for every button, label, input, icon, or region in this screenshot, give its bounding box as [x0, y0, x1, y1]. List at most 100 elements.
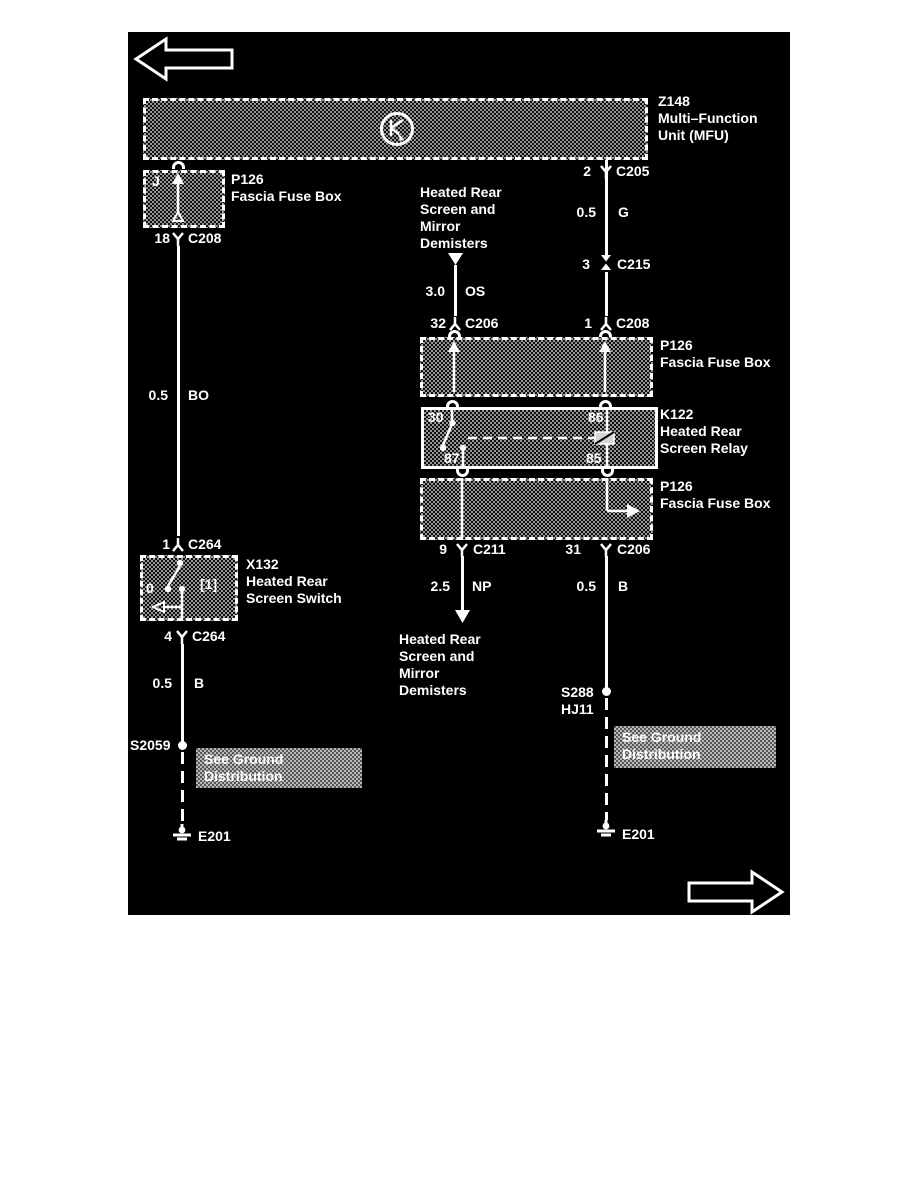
- connector-pin: 1: [584, 315, 592, 331]
- connector-y-icon: [600, 543, 612, 557]
- connector-y-icon: [176, 630, 188, 644]
- connector-bridge-icon: [448, 330, 461, 338]
- connector-bridge-icon: [601, 469, 614, 477]
- wire-b-left: [180, 644, 184, 742]
- fuse-paths-icon: [460, 478, 640, 540]
- connector-code: C208: [188, 230, 222, 246]
- wire-g-size: 0.5: [576, 204, 596, 220]
- fuse-box-top-name: Fascia Fuse Box: [231, 188, 342, 204]
- splice-dot: [177, 741, 187, 750]
- splice-dot: [601, 687, 611, 696]
- demisters-bottom-line1: Heated Rear: [399, 631, 481, 647]
- wire-os: [453, 265, 457, 316]
- ground-note-line1: See Ground: [622, 729, 702, 745]
- connector-pin: 1: [162, 536, 170, 552]
- connector-pin: 3: [582, 256, 590, 272]
- splice-label: S2059: [130, 737, 171, 753]
- wire-g-upper: [604, 160, 608, 256]
- fuse-box-bot-name: Fascia Fuse Box: [660, 495, 771, 511]
- switch-name-line2: Screen Switch: [246, 590, 342, 606]
- relay-name-line1: Heated Rear: [660, 423, 742, 439]
- connector-y-icon: [172, 538, 184, 552]
- ground-note-line2: Distribution: [622, 746, 701, 762]
- connector-bridge-icon: [456, 469, 469, 477]
- mfu-name-line1: Multi–Function: [658, 110, 758, 126]
- back-arrow-icon[interactable]: [133, 36, 235, 82]
- relay-terminal-87: 87: [444, 450, 460, 466]
- demisters-top-line3: Mirror: [420, 218, 461, 234]
- connector-pin: 4: [164, 628, 172, 644]
- connector-code: C264: [192, 628, 226, 644]
- wire-b-right: [604, 556, 608, 688]
- wire-os-color: OS: [465, 283, 486, 299]
- connector-code: C206: [617, 541, 651, 557]
- connector-pin: 32: [430, 315, 446, 331]
- connector-bridge-icon: [599, 400, 612, 408]
- fuse-box-bot-id: P126: [660, 478, 693, 494]
- earth-code: E201: [622, 826, 655, 842]
- forward-arrow-icon[interactable]: [687, 869, 785, 915]
- demisters-bottom-line4: Demisters: [399, 682, 467, 698]
- connector-code: C206: [465, 315, 499, 331]
- connector-pin: 2: [583, 163, 591, 179]
- switch-name-line1: Heated Rear: [246, 573, 328, 589]
- connector-pin: 18: [154, 230, 170, 246]
- heated-rear-screen-wiring-diagram: Z148 Multi–Function Unit (MFU) J P126 Fa…: [128, 32, 790, 915]
- wire-np: [460, 556, 464, 610]
- connector-code: C208: [616, 315, 650, 331]
- mfu-component-box: [143, 98, 648, 160]
- relay-terminal-85: 85: [586, 450, 602, 466]
- wire-os-size: 3.0: [425, 283, 445, 299]
- connector-y-icon: [449, 317, 461, 331]
- fuse-box-mid-id: P126: [660, 337, 693, 353]
- wire-b-size: 0.5: [152, 675, 172, 691]
- connector-code: C264: [188, 536, 222, 552]
- fuse-path-icon: [171, 173, 185, 222]
- mfu-id: Z148: [658, 93, 690, 109]
- splice-label: S288: [561, 684, 594, 700]
- fuse-paths-icon: [448, 341, 611, 392]
- connector-bridge-icon: [446, 400, 459, 408]
- connector-pin: 9: [439, 541, 447, 557]
- wire-b-color: B: [194, 675, 205, 691]
- switch-pos-off: 0: [146, 580, 154, 596]
- connector-code: C211: [473, 541, 506, 557]
- wire-np-size: 2.5: [430, 578, 450, 594]
- connector-bridge-icon: [172, 161, 185, 169]
- connector-pin: 31: [565, 541, 581, 557]
- fuse-box-bot-box: [420, 478, 653, 540]
- earth-ground-icon: [173, 824, 191, 841]
- wire-b-size: 0.5: [576, 578, 596, 594]
- switch-contacts-icon: [150, 559, 186, 621]
- mfu-timer-icon: [380, 112, 414, 146]
- connector-code: C215: [617, 256, 651, 272]
- demisters-top-line2: Screen and: [420, 201, 496, 217]
- fuse-box-top-id: P126: [231, 171, 264, 187]
- relay-id: K122: [660, 406, 694, 422]
- inline-connector-icon: [601, 255, 611, 270]
- wire-bo: [176, 246, 180, 536]
- earth-code: E201: [198, 828, 231, 844]
- splice-label2: HJ11: [561, 701, 594, 717]
- relay-terminal-30: 30: [428, 409, 444, 425]
- ground-note-right[interactable]: See Ground Distribution: [614, 726, 776, 768]
- switch-id: X132: [246, 556, 279, 572]
- demisters-top-line1: Heated Rear: [420, 184, 502, 200]
- arrow-down-icon: [448, 253, 463, 265]
- relay-name-line2: Screen Relay: [660, 440, 748, 456]
- relay-contacts-icon: [439, 407, 615, 469]
- connector-y-icon: [456, 543, 468, 557]
- wire-b-color: B: [618, 578, 629, 594]
- switch-box: [140, 555, 238, 621]
- connector-code: C205: [616, 163, 650, 179]
- wire-g-color: G: [618, 204, 629, 220]
- relay-box: [421, 407, 658, 469]
- ground-note-left[interactable]: See Ground Distribution: [196, 748, 362, 788]
- arrow-down-icon: [455, 610, 470, 623]
- wire-g-lower: [604, 272, 608, 316]
- relay-terminal-86: 86: [588, 409, 604, 425]
- earth-ground-icon: [597, 820, 615, 837]
- fuse-box-mid-name: Fascia Fuse Box: [660, 354, 771, 370]
- mfu-name-line2: Unit (MFU): [658, 127, 729, 143]
